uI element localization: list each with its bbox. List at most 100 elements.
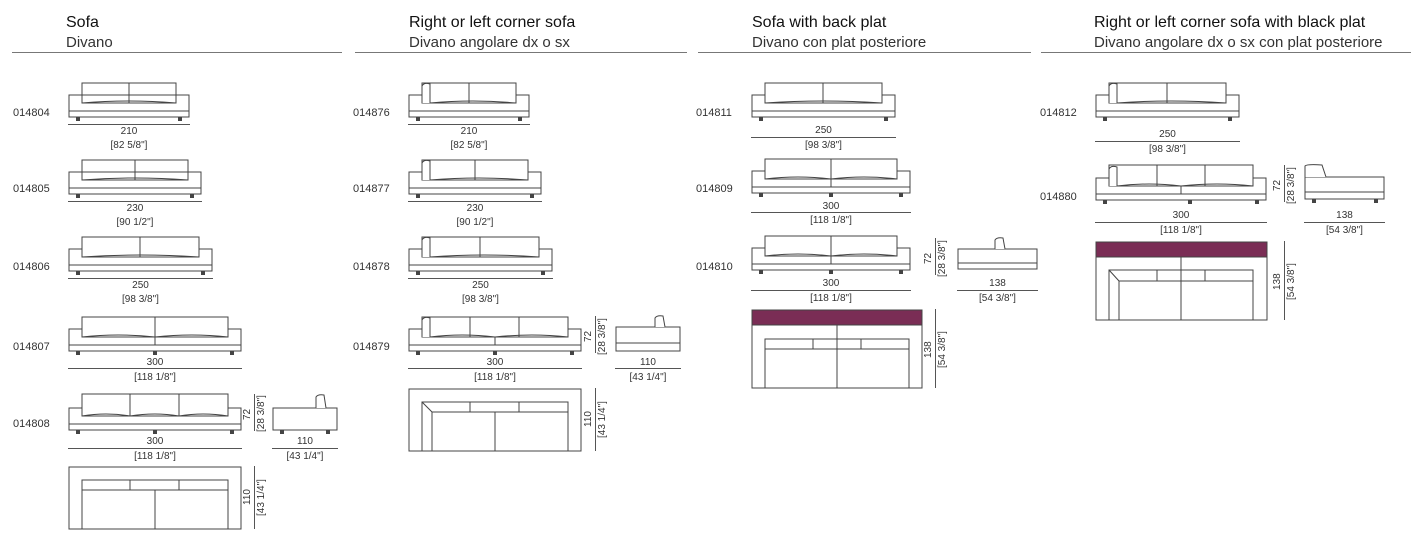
- width-dimension-line: [68, 124, 190, 125]
- depth-cm: 138: [1272, 273, 1283, 290]
- width-inch: [118 1/8"]: [474, 372, 516, 383]
- header-rule: [12, 52, 342, 53]
- height-dimension-line: [935, 238, 936, 275]
- width-inch: [118 1/8"]: [810, 215, 852, 226]
- side-width-inch: [54 3/8"]: [979, 293, 1016, 304]
- width-inch: [118 1/8"]: [134, 451, 176, 462]
- width-dimension-line: [68, 448, 242, 449]
- product-code: 014807: [13, 341, 50, 353]
- depth-cm: 138: [923, 341, 934, 358]
- sofa-side-view: [272, 393, 338, 434]
- product-code: 014808: [13, 418, 50, 430]
- depth-inch: [43 1/4"]: [597, 401, 608, 438]
- column-3-title: Sofa with back plat: [752, 14, 887, 31]
- depth-dimension-line: [1304, 222, 1385, 223]
- column-2-title: Right or left corner sofa: [409, 14, 576, 31]
- depth-dimension-line: [272, 448, 338, 449]
- height-dimension-line: [595, 316, 596, 353]
- height-cm: 72: [923, 252, 934, 264]
- width-dimension-line: [68, 278, 213, 279]
- width-dimension-line: [408, 278, 553, 279]
- width-inch: [90 1/2"]: [116, 217, 154, 228]
- corner-sofa-with-plat-top-view: [1095, 241, 1268, 321]
- back-plat: [1096, 242, 1267, 257]
- width-inch: [98 3/8"]: [1149, 144, 1186, 155]
- side-width-inch: [43 1/4"]: [286, 451, 324, 462]
- height-inch: [28 3/8"]: [597, 318, 608, 355]
- depth-dimension-line: [595, 388, 596, 451]
- height-cm: 72: [1272, 179, 1283, 191]
- depth-dimension-line: [957, 290, 1038, 291]
- width-dimension-line: [408, 124, 530, 125]
- product-code: 014877: [353, 183, 390, 195]
- width-cm: 230: [126, 203, 144, 214]
- width-dimension-line: [1095, 141, 1240, 142]
- height-cm: 72: [242, 408, 253, 420]
- width-inch: [82 5/8"]: [450, 140, 488, 151]
- side-width-inch: [54 3/8"]: [1326, 225, 1363, 236]
- corner-sofa-front-view: [408, 236, 553, 275]
- product-code: 014811: [696, 107, 732, 119]
- width-inch: [118 1/8"]: [1160, 225, 1202, 236]
- product-code: 014880: [1040, 191, 1077, 203]
- corner-sofa-front-view: [408, 82, 530, 121]
- sofa-front-view: [68, 82, 190, 121]
- side-width-inch: [43 1/4"]: [629, 372, 667, 383]
- width-inch: [82 5/8"]: [110, 140, 148, 151]
- width-cm: 210: [120, 126, 138, 137]
- back-plat: [752, 310, 922, 325]
- depth-dimension-line: [1284, 241, 1285, 320]
- header-rule: [1041, 52, 1411, 53]
- width-inch: [118 1/8"]: [134, 372, 176, 383]
- sofa-front-view: [68, 159, 202, 198]
- product-code: 014806: [13, 261, 50, 273]
- height-dimension-line: [254, 394, 255, 431]
- height-inch: [28 3/8"]: [1286, 167, 1297, 204]
- width-dimension-line: [1095, 222, 1267, 223]
- height-inch: [28 3/8"]: [937, 240, 948, 277]
- depth-inch: [54 3/8"]: [1286, 263, 1297, 300]
- depth-dimension-line: [254, 466, 255, 529]
- width-dimension-line: [751, 212, 911, 213]
- depth-dimension-line: [935, 309, 936, 388]
- column-1-title: Sofa: [66, 14, 99, 31]
- width-dimension-line: [408, 201, 542, 202]
- sofa-with-plat-top-view: [751, 309, 923, 389]
- sofa-side-view: [1304, 163, 1385, 203]
- depth-cm: 110: [242, 489, 253, 505]
- sofa-front-view: [751, 235, 911, 274]
- depth-dimension-line: [615, 368, 681, 369]
- corner-sofa-front-view: [1095, 82, 1240, 121]
- width-cm: 300: [1172, 210, 1190, 221]
- width-dimension-line: [68, 201, 202, 202]
- sofa-front-view: [751, 158, 911, 197]
- height-dimension-line: [1284, 165, 1285, 202]
- width-inch: [98 3/8"]: [462, 294, 499, 305]
- width-dimension-line: [751, 137, 896, 138]
- sofa-side-view: [957, 236, 1038, 278]
- width-cm: 250: [472, 280, 489, 291]
- product-code: 014810: [696, 261, 733, 273]
- header-rule: [355, 52, 687, 53]
- width-cm: 300: [822, 278, 840, 289]
- column-2-subtitle: Divano angolare dx o sx: [409, 34, 570, 51]
- sofa-front-view: [751, 82, 896, 121]
- corner-sofa-front-view: [1095, 164, 1267, 204]
- width-cm: 250: [132, 280, 149, 291]
- product-code: 014805: [13, 183, 50, 195]
- header-rule: [698, 52, 1031, 53]
- height-cm: 72: [583, 330, 594, 342]
- product-code: 014876: [353, 107, 390, 119]
- width-inch: [98 3/8"]: [122, 294, 159, 305]
- width-cm: 250: [1159, 129, 1176, 140]
- width-cm: 300: [146, 436, 164, 447]
- width-dimension-line: [408, 368, 582, 369]
- corner-sofa-front-view: [408, 316, 582, 355]
- sofa-side-view: [615, 314, 681, 358]
- column-1-subtitle: Divano: [66, 34, 113, 51]
- sofa-front-view: [68, 236, 213, 275]
- side-width-cm: 110: [297, 436, 313, 447]
- product-code: 014809: [696, 183, 733, 195]
- width-cm: 300: [486, 357, 504, 368]
- product-code: 014804: [13, 107, 50, 119]
